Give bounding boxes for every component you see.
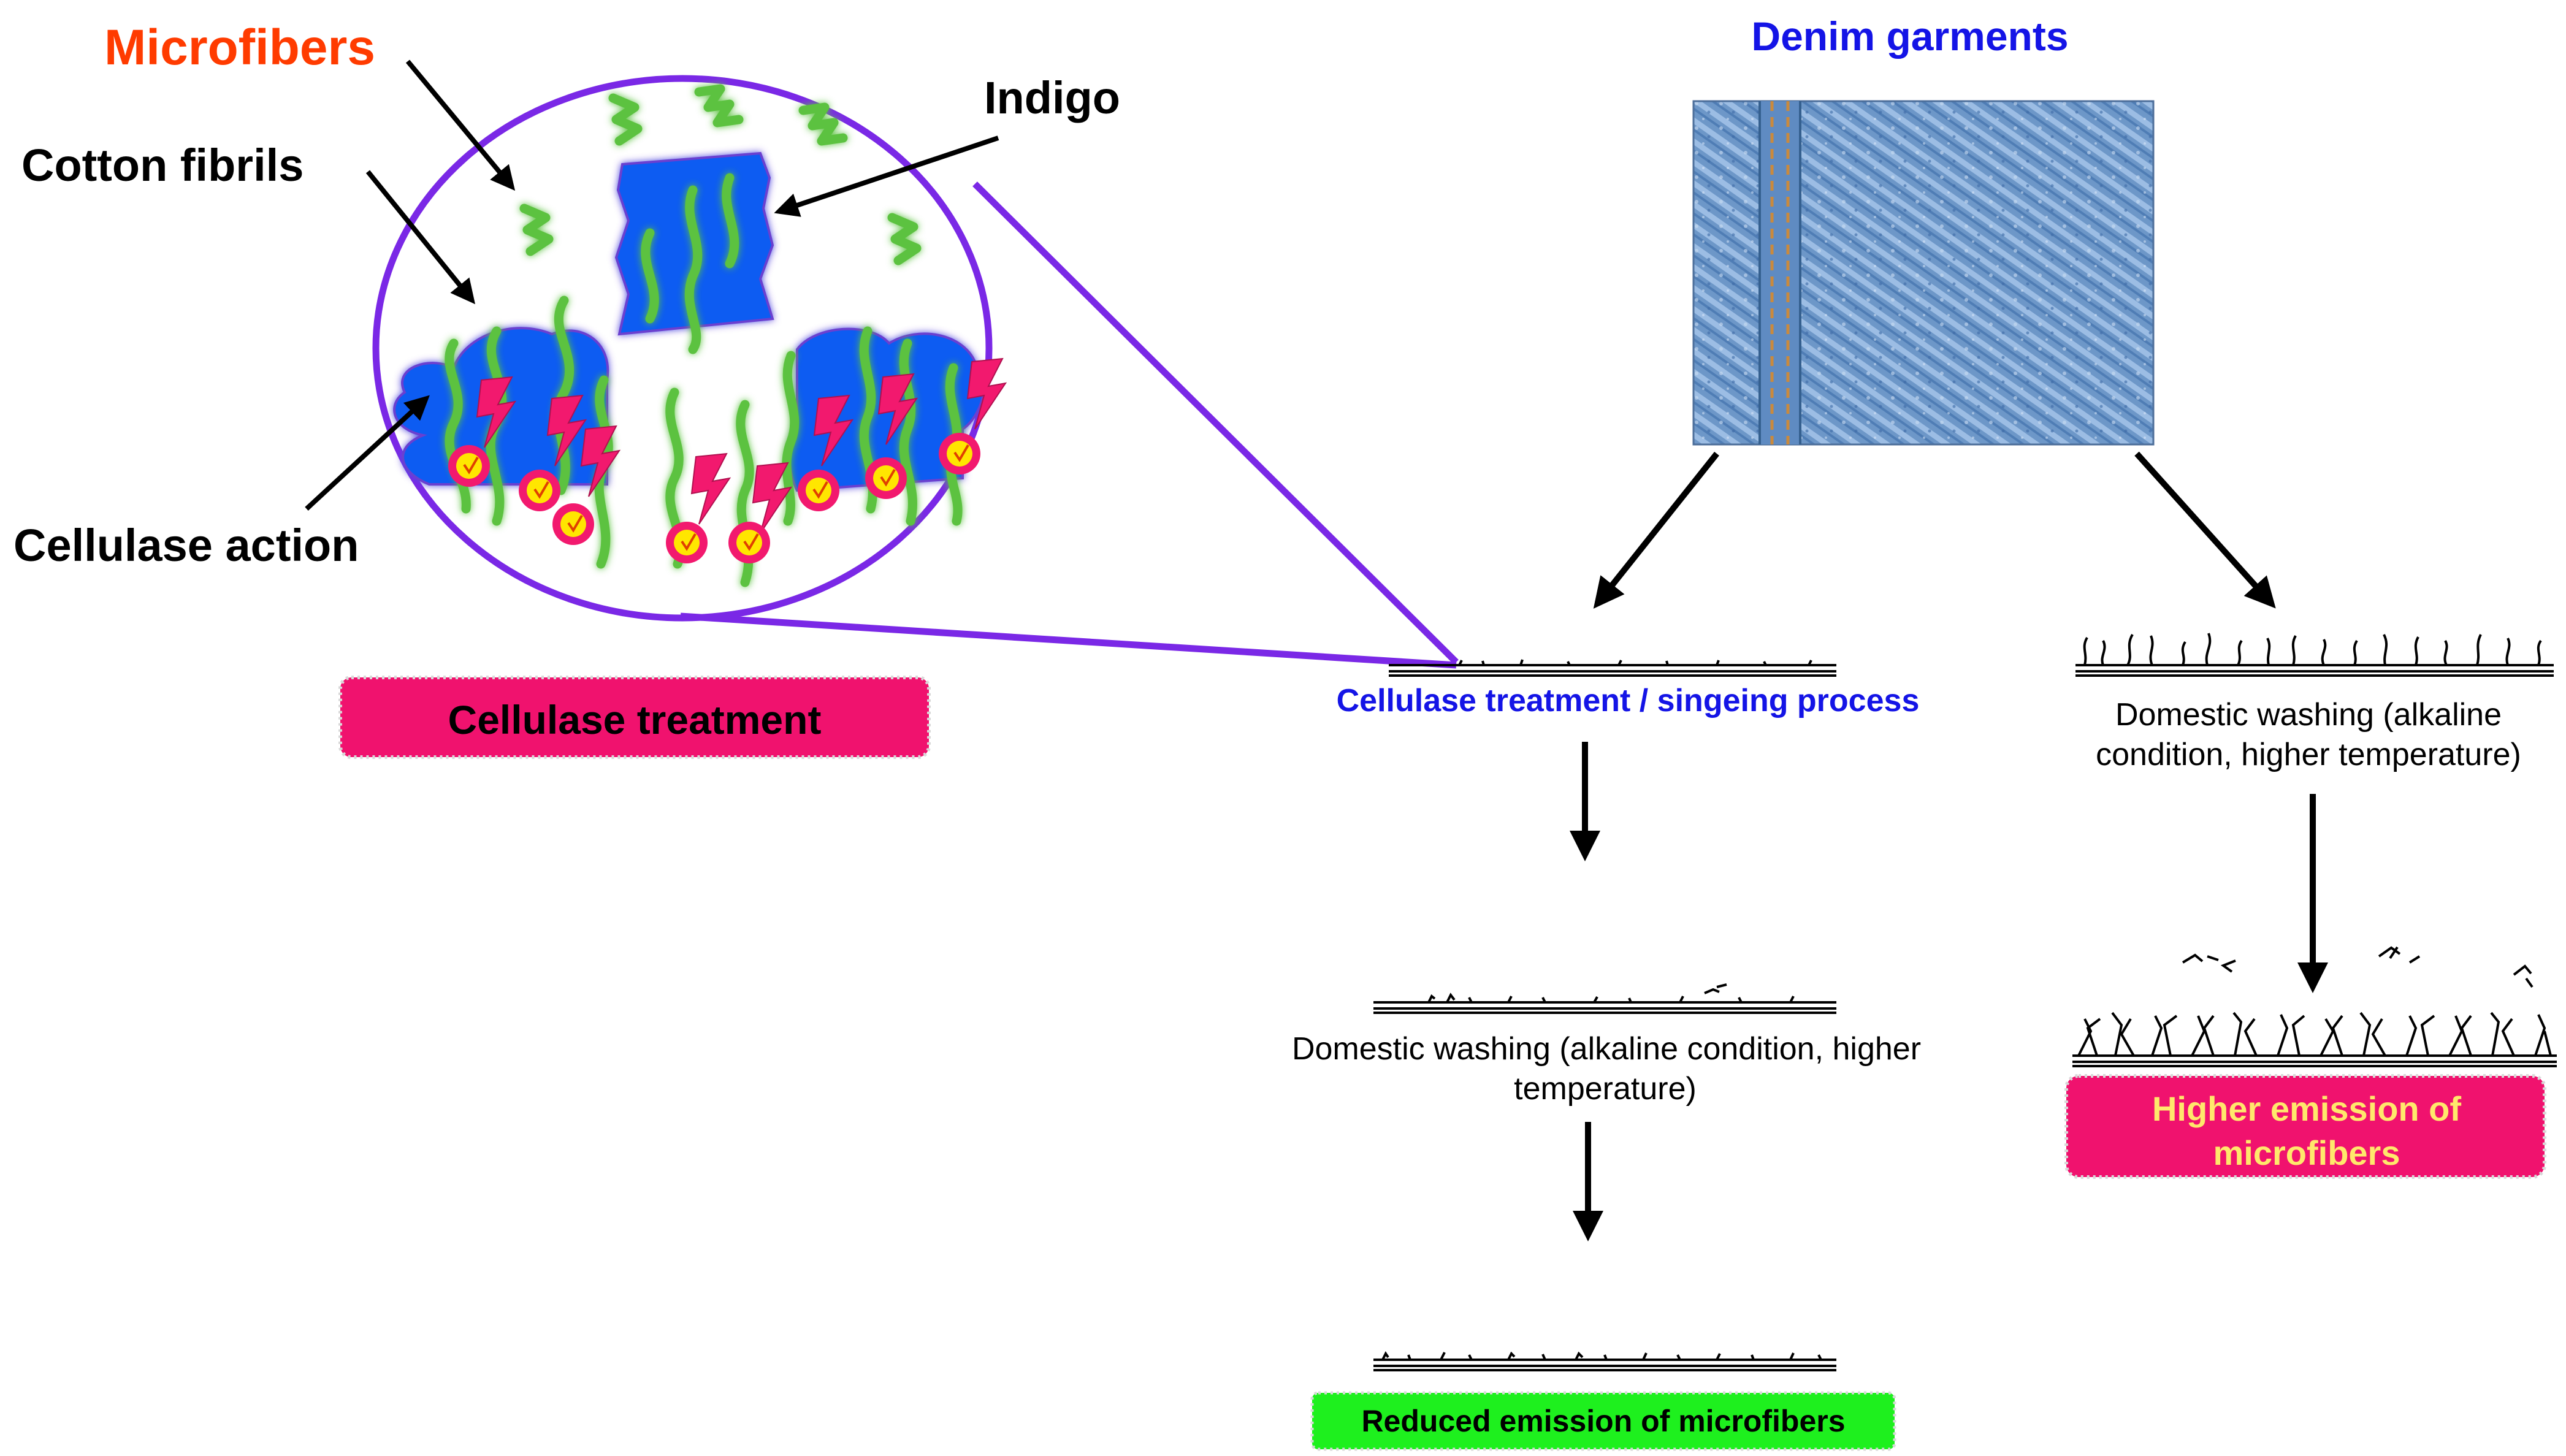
- arrow-icon: [2134, 451, 2276, 609]
- reduced-emission-label: Reduced emission of microfibers: [1361, 1404, 1845, 1438]
- pointer-cellulase-action: [305, 395, 430, 511]
- arrow-icon: [1593, 451, 1719, 609]
- cellulase-treatment-label: Cellulase treatment: [448, 697, 822, 742]
- pointer-microfibers: [405, 59, 516, 191]
- step-washing-left-line1: Domestic washing (alkaline condition, hi…: [1292, 1031, 1921, 1067]
- fabric-strip-heavily-fuzzy: [2072, 946, 2557, 1067]
- fabric-strip-final: [1373, 1351, 1836, 1371]
- enzyme-bolt-icon: [476, 357, 1007, 534]
- label-denim-garments: Denim garments: [1751, 13, 2068, 59]
- step-washing-right-line2: condition, higher temperature): [2096, 737, 2521, 772]
- cellulase-treatment-box: Cellulase treatment: [338, 676, 931, 759]
- magnifier-group: [372, 75, 1459, 669]
- step-washing-left-line2: temperature): [1514, 1071, 1697, 1107]
- label-indigo: Indigo: [984, 72, 1120, 123]
- label-microfibers: Microfibers: [104, 20, 375, 75]
- step-washing-right-line1: Domestic washing (alkaline: [2115, 697, 2502, 733]
- zoom-line-bottom: [680, 612, 1457, 669]
- microfiber-squiggle-icon: [519, 84, 922, 265]
- burst-icon: [448, 433, 980, 563]
- higher-emission-line2: microfibers: [2213, 1134, 2400, 1172]
- fabric-strip-treated: [1389, 659, 1836, 677]
- label-cotton-fibrils: Cotton fibrils: [21, 140, 304, 191]
- fabric-strip-untreated: [2075, 633, 2554, 677]
- higher-emission-box: Higher emission of microfibers: [2064, 1074, 2546, 1179]
- higher-emission-line1: Higher emission of: [2152, 1089, 2461, 1128]
- pointer-indigo: [774, 135, 999, 217]
- step-cellulase-singeing: Cellulase treatment / singeing process: [1337, 683, 1920, 718]
- denim-swatch: [1692, 100, 2155, 446]
- pointer-cotton-fibrils: [365, 170, 476, 305]
- label-cellulase-action: Cellulase action: [13, 520, 359, 571]
- fabric-strip-washed-treated: [1373, 983, 1836, 1014]
- reduced-emission-box: Reduced emission of microfibers: [1310, 1391, 1896, 1451]
- zoom-line-top: [972, 181, 1459, 665]
